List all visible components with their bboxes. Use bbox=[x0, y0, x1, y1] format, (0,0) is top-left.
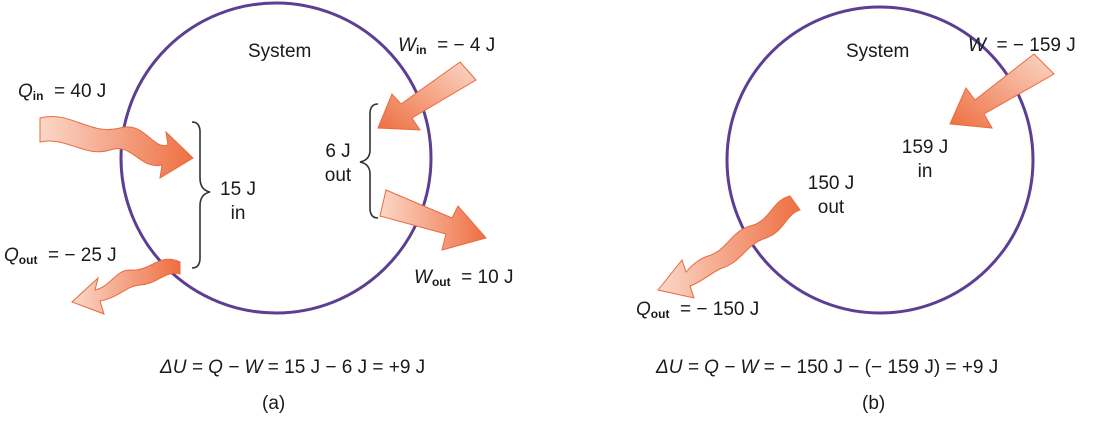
value: = − 25 J bbox=[48, 245, 117, 266]
subscript: in bbox=[32, 89, 44, 103]
work-net-amount: 159 J bbox=[901, 137, 949, 158]
equation-a: ΔU = Q − W = 15 J − 6 J = +9 J bbox=[160, 358, 425, 377]
system-label-a: System bbox=[248, 41, 312, 62]
equation-rhs: = − 150 J − (− 159 J) = +9 J bbox=[763, 357, 999, 378]
work-symbol: W bbox=[414, 267, 432, 288]
work-brace bbox=[359, 103, 379, 219]
work-in-arrow bbox=[377, 61, 477, 131]
subscript: out bbox=[18, 253, 38, 267]
heat-out-label: Qout = − 25 J bbox=[4, 245, 117, 267]
heat-symbol: Q bbox=[4, 245, 19, 266]
heat-net-amount: 150 J bbox=[807, 173, 855, 194]
system-label-b: System bbox=[846, 41, 910, 62]
heat-in-label: Qin = 40 J bbox=[18, 81, 107, 103]
heat-net-direction: out bbox=[817, 196, 845, 218]
value: = − 4 J bbox=[437, 35, 496, 56]
heat-net-direction: in bbox=[230, 202, 246, 224]
heat-net-amount: 15 J bbox=[220, 179, 256, 200]
work-label-b: W = − 159 J bbox=[968, 36, 1076, 55]
system-boundary-b bbox=[725, 5, 1035, 315]
caption-a: (a) bbox=[262, 393, 286, 414]
work-net-amount: 6 J bbox=[325, 141, 351, 162]
subscript: in bbox=[415, 43, 427, 57]
value: = − 159 J bbox=[996, 35, 1076, 56]
equation-rhs: = 15 J − 6 J = +9 J bbox=[267, 357, 426, 378]
equation-b: ΔU = Q − W = − 150 J − (− 159 J) = +9 J bbox=[656, 358, 998, 377]
work-net-label-b: 159 J in bbox=[894, 136, 956, 184]
value: = 10 J bbox=[461, 267, 514, 288]
subscript: out bbox=[431, 275, 451, 289]
work-net-direction: in bbox=[917, 160, 933, 182]
heat-symbol: Q bbox=[636, 299, 651, 320]
work-symbol: W bbox=[968, 35, 986, 56]
value: = 40 J bbox=[54, 81, 107, 102]
work-out-arrow bbox=[379, 189, 487, 251]
work-in-arrow-b bbox=[949, 53, 1055, 129]
equation-lhs: ΔU = Q − W bbox=[160, 357, 263, 378]
work-net-label: 6 J out bbox=[316, 140, 360, 188]
work-out-label: Wout = 10 J bbox=[414, 267, 514, 289]
caption-b: (b) bbox=[862, 393, 886, 414]
heat-brace bbox=[191, 121, 211, 269]
work-net-direction: out bbox=[324, 164, 352, 186]
heat-out-label-b: Qout = − 150 J bbox=[636, 299, 760, 321]
equation-lhs: ΔU = Q − W bbox=[656, 357, 759, 378]
heat-net-label-b: 150 J out bbox=[800, 172, 862, 220]
work-symbol: W bbox=[398, 35, 416, 56]
value: = − 150 J bbox=[680, 299, 760, 320]
system-boundary-a bbox=[119, 1, 433, 315]
heat-out-arrow bbox=[71, 258, 181, 315]
heat-in-arrow bbox=[39, 116, 194, 179]
heat-net-label: 15 J in bbox=[212, 178, 264, 226]
heat-out-arrow-b bbox=[657, 195, 801, 299]
subscript: out bbox=[650, 307, 670, 321]
work-in-label: Win = − 4 J bbox=[398, 35, 496, 57]
heat-symbol: Q bbox=[18, 81, 33, 102]
